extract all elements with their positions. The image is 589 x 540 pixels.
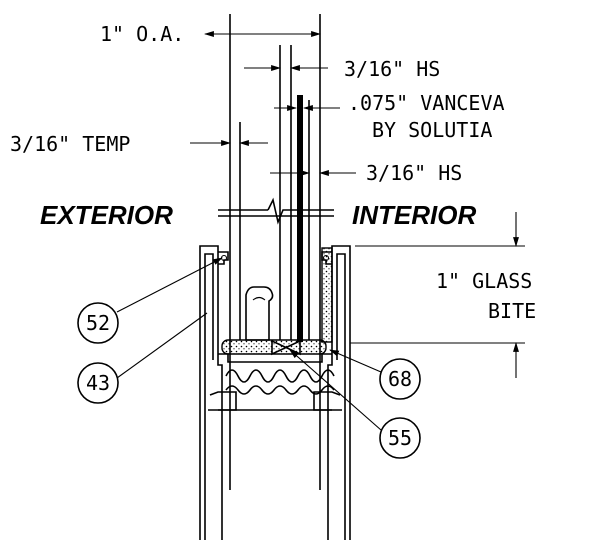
label-bite-line1: 1" GLASS xyxy=(436,269,532,293)
callout-43-label: 43 xyxy=(86,371,110,395)
break-line xyxy=(218,197,334,225)
label-exterior: EXTERIOR xyxy=(40,200,173,230)
label-interlayer-line1: .075" VANCEVA xyxy=(348,91,505,115)
interior-sealant-strip xyxy=(321,247,333,343)
label-interlayer-line2: BY SOLUTIA xyxy=(372,118,492,142)
callout-43: 43 xyxy=(77,312,208,404)
label-temp: 3/16" TEMP xyxy=(10,132,130,156)
label-hs-bottom: 3/16" HS xyxy=(366,161,462,185)
callout-52: 52 xyxy=(77,257,223,344)
label-bite-line2: BITE xyxy=(488,299,536,323)
dimension-glass-bite xyxy=(350,212,525,378)
frame-profile xyxy=(199,245,351,540)
label-overall: 1" O.A. xyxy=(100,22,184,46)
label-interior: INTERIOR xyxy=(352,200,476,230)
wedge-gasket xyxy=(245,286,274,341)
callout-55: 55 xyxy=(289,349,421,459)
callout-68: 68 xyxy=(329,349,421,400)
glass-lites xyxy=(229,14,321,490)
callout-52-label: 52 xyxy=(86,311,110,335)
label-hs-top: 3/16" HS xyxy=(344,57,440,81)
callout-68-label: 68 xyxy=(388,367,412,391)
callout-55-label: 55 xyxy=(388,426,412,450)
